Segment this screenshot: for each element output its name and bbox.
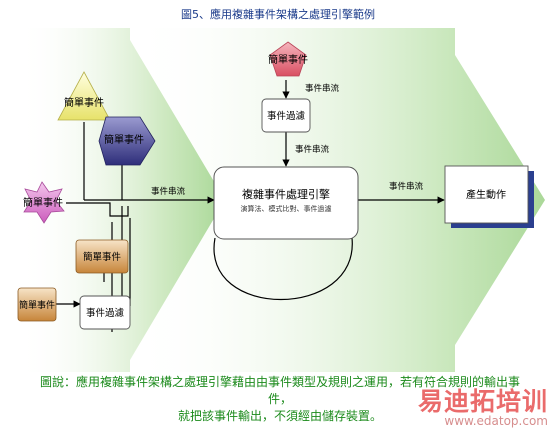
caption-line-2: 件，	[267, 392, 292, 406]
cep-engine-subtitle: 演算法、模式比對、事件過濾	[241, 204, 332, 213]
simple-event-orange-lower	[17, 287, 57, 322]
caption-line-3: 就把該事件輸出，不須經由儲存裝置。	[177, 409, 382, 423]
simple-event-red-label: 簡單事件	[268, 53, 308, 66]
simple-event-yellow-triangle	[57, 71, 111, 121]
simple-event-orange-upper	[75, 239, 129, 274]
edge-label-stream-top-2: 事件串流	[295, 144, 330, 155]
simple-event-orange-lower-label: 簡單事件	[19, 299, 55, 311]
simple-event-red-pentagon	[269, 41, 307, 77]
figure-title: 圖5、應用複雜事件架構之處理引擎範例	[181, 8, 375, 21]
simple-event-blue-hexagon	[98, 116, 156, 166]
output-box	[444, 165, 529, 224]
simple-event-yellow-label: 簡單事件	[64, 96, 104, 109]
edge-label-stream-top-1: 事件串流	[305, 83, 340, 94]
filter-box-bottom-label: 事件過濾	[86, 307, 125, 319]
output-box-label: 產生動作	[466, 188, 506, 201]
filter-box-top	[261, 98, 311, 133]
cep-engine-title: 複雜事件處理引擎	[242, 187, 330, 201]
simple-event-pink-star	[23, 181, 65, 224]
filter-box-bottom	[79, 295, 131, 330]
simple-event-pink-label: 簡單事件	[23, 196, 63, 209]
cep-engine-box	[213, 166, 359, 240]
watermark-url: www.edatop.com	[444, 414, 548, 428]
caption-line-1: 圖說：應用複雜事件架構之處理引擎藉由由事件類型及規則之運用，若有符合規則的輸出事	[40, 375, 521, 389]
edge-label-stream-right: 事件串流	[389, 181, 424, 192]
simple-event-blue-label: 簡單事件	[104, 133, 144, 146]
watermark-text: 易迪拓培训	[417, 387, 548, 416]
watermark: 易迪拓培训 www.edatop.com	[418, 388, 548, 428]
edge-label-stream-left: 事件串流	[151, 186, 186, 197]
simple-event-orange-upper-label: 簡單事件	[83, 251, 122, 263]
edge-engine-loop	[213, 237, 353, 300]
edge-pink-event	[66, 202, 129, 217]
filter-box-top-label: 事件過濾	[267, 110, 306, 122]
figure-caption: 圖說：應用複雜事件架構之處理引擎藉由由事件類型及規則之運用，若有符合規則的輸出事…	[40, 374, 520, 425]
